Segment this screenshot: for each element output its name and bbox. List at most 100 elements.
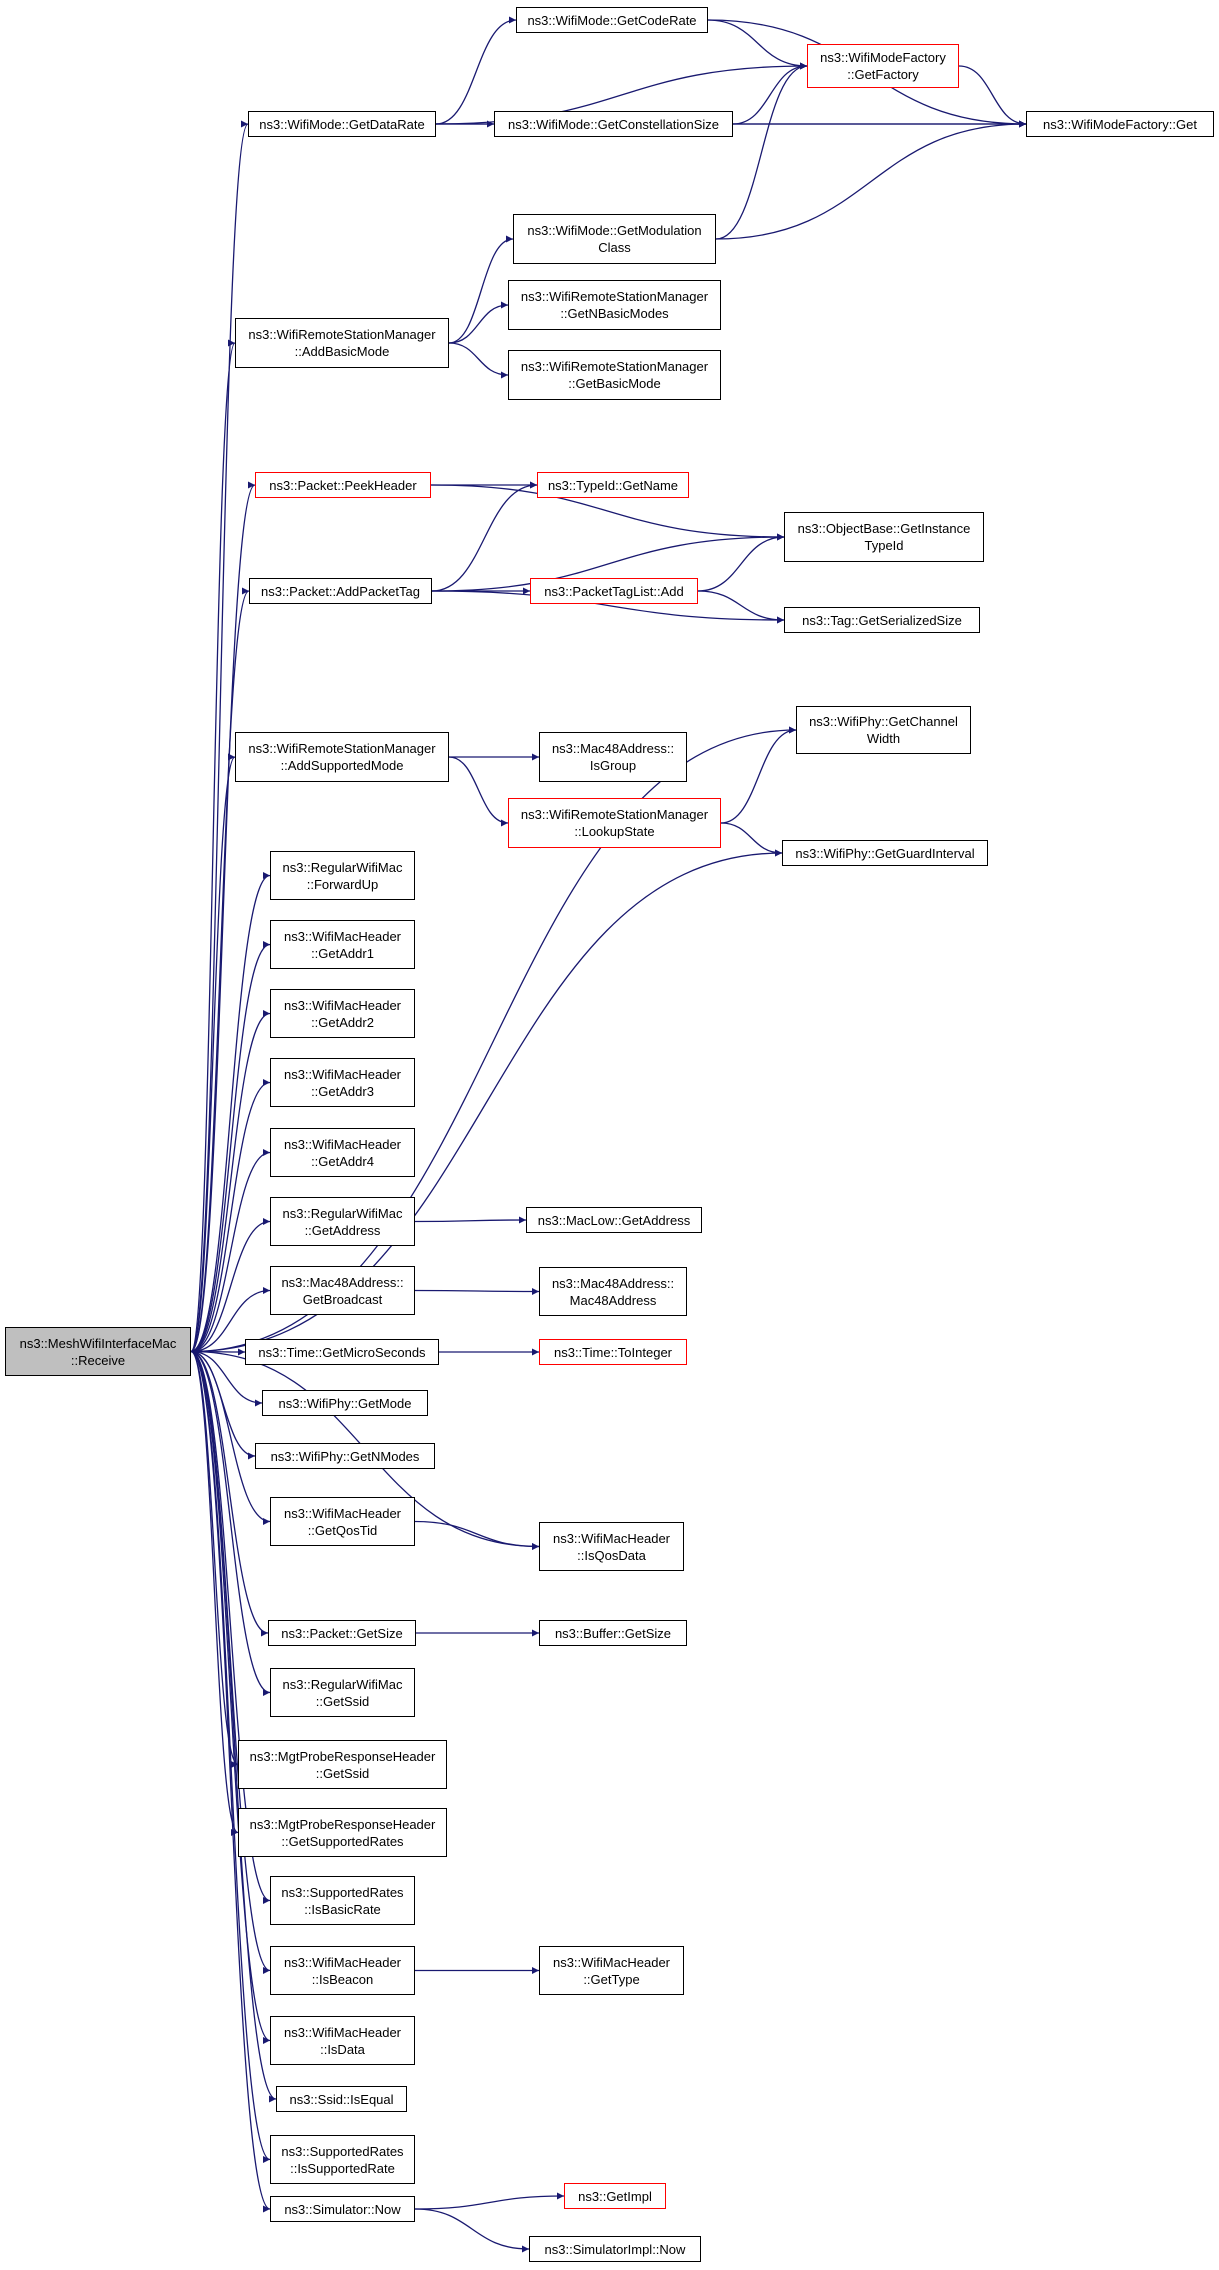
edge-getdatarate-to-getcoderate <box>435 16 517 125</box>
edge-addbasic-to-getnbasic <box>448 301 509 344</box>
node-mac48[interactable]: ns3::Mac48Address::Mac48Address <box>539 1267 687 1316</box>
node-getbasic[interactable]: ns3::WifiRemoteStationManager::GetBasicM… <box>508 350 721 400</box>
edge-getconst-to-getfactory <box>732 62 808 125</box>
edge-root-to-addr2 <box>190 1010 271 1353</box>
node-toint[interactable]: ns3::Time::ToInteger <box>539 1339 687 1365</box>
edge-qostid-to-isqos <box>414 1520 540 1550</box>
edge-addsupported-to-lookup <box>448 756 509 827</box>
node-getnmodes[interactable]: ns3::WifiPhy::GetNModes <box>255 1443 435 1469</box>
node-tagsize[interactable]: ns3::Tag::GetSerializedSize <box>784 607 980 633</box>
node-peekheader[interactable]: ns3::Packet::PeekHeader <box>255 472 431 498</box>
edge-root-to-mgtrates <box>190 1350 239 1836</box>
node-label-line: ns3::WifiPhy::GetMode <box>278 1395 412 1411</box>
edge-root-to-rwmgetaddr <box>190 1218 271 1353</box>
node-factoryget[interactable]: ns3::WifiModeFactory::Get <box>1026 111 1214 137</box>
node-label-line: ns3::RegularWifiMac <box>282 1205 403 1221</box>
node-getdatarate[interactable]: ns3::WifiMode::GetDataRate <box>248 111 436 137</box>
node-addr3[interactable]: ns3::WifiMacHeader::GetAddr3 <box>270 1058 415 1107</box>
edge-root-to-addr1 <box>190 941 271 1353</box>
node-label-line: ns3::Mac48Address:: <box>281 1274 404 1290</box>
node-label-line: ::GetAddr4 <box>311 1153 374 1169</box>
edge-root-to-getmode <box>190 1350 263 1407</box>
node-label-line: ns3::WifiRemoteStationManager <box>520 289 709 304</box>
edge-lookup-to-guard <box>720 822 783 857</box>
node-guard[interactable]: ns3::WifiPhy::GetGuardInterval <box>782 840 988 866</box>
node-label-line: ns3::RegularWifiMac <box>282 1676 403 1692</box>
node-root[interactable]: ns3::MeshWifiInterfaceMac::Receive <box>5 1327 191 1376</box>
node-label-line: ::AddSupportedMode <box>280 758 404 773</box>
node-addr2[interactable]: ns3::WifiMacHeader::GetAddr2 <box>270 989 415 1038</box>
edge-rwmgetaddr-to-maclowaddr <box>414 1216 527 1224</box>
node-addpackettag[interactable]: ns3::Packet::AddPacketTag <box>249 578 432 604</box>
node-label-line: ns3::WifiModeFactory <box>820 50 946 65</box>
node-getimpl[interactable]: ns3::GetImpl <box>564 2183 666 2209</box>
node-label-line: ::GetQosTid <box>307 1522 378 1538</box>
edge-root-to-getssid <box>190 1350 271 1696</box>
edge-root-to-getdatarate <box>190 120 249 1353</box>
node-issuprate[interactable]: ns3::SupportedRates::IsSupportedRate <box>270 2135 415 2184</box>
node-getconst[interactable]: ns3::WifiMode::GetConstellationSize <box>494 111 733 137</box>
node-label-line: ::GetAddress <box>304 1222 381 1238</box>
node-ptladd[interactable]: ns3::PacketTagList::Add <box>530 578 698 604</box>
node-isdata[interactable]: ns3::WifiMacHeader::IsData <box>270 2016 415 2065</box>
node-ssidequal[interactable]: ns3::Ssid::IsEqual <box>276 2086 407 2112</box>
node-addbasic[interactable]: ns3::WifiRemoteStationManager::AddBasicM… <box>235 318 449 368</box>
edge-root-to-ssidequal <box>190 1350 277 2103</box>
node-label-line: ::LookupState <box>574 824 655 839</box>
node-label-line: ns3::SupportedRates <box>281 1884 404 1900</box>
node-getname[interactable]: ns3::TypeId::GetName <box>537 472 689 498</box>
node-getfactory[interactable]: ns3::WifiModeFactory::GetFactory <box>807 44 959 88</box>
node-qostid[interactable]: ns3::WifiMacHeader::GetQosTid <box>270 1497 415 1546</box>
edge-root-to-addr3 <box>190 1079 271 1353</box>
edge-ptladd-to-tagsize <box>697 590 785 624</box>
node-getcoderate[interactable]: ns3::WifiMode::GetCodeRate <box>516 7 708 33</box>
edge-root-to-getbroadcast <box>190 1287 271 1353</box>
node-label-line: ::GetAddr3 <box>311 1083 374 1099</box>
node-getnbasic[interactable]: ns3::WifiRemoteStationManager::GetNBasic… <box>508 280 721 330</box>
node-simnow[interactable]: ns3::Simulator::Now <box>270 2196 415 2222</box>
node-rwmgetaddr[interactable]: ns3::RegularWifiMac::GetAddress <box>270 1197 415 1246</box>
node-micro[interactable]: ns3::Time::GetMicroSeconds <box>245 1339 439 1365</box>
node-label-line: ns3::WifiRemoteStationManager <box>248 741 436 756</box>
node-isgroup[interactable]: ns3::Mac48Address::IsGroup <box>539 732 687 782</box>
node-gettype[interactable]: ns3::WifiMacHeader::GetType <box>539 1946 684 1995</box>
node-label-line: ::ForwardUp <box>306 876 379 892</box>
node-label-line: ::GetSsid <box>315 1693 370 1709</box>
node-label-line: ::GetNBasicModes <box>560 306 669 321</box>
edge-root-to-guard <box>190 849 783 1353</box>
edge-root-to-addbasic <box>190 339 236 1353</box>
edge-root-to-pktsize <box>190 1350 269 1637</box>
node-getbroadcast[interactable]: ns3::Mac48Address::GetBroadcast <box>270 1266 415 1315</box>
edge-root-to-qostid <box>190 1350 271 1525</box>
node-mgtssid[interactable]: ns3::MgtProbeResponseHeader::GetSsid <box>238 1740 447 1789</box>
node-label-line: ns3::Tag::GetSerializedSize <box>802 612 962 628</box>
node-addr1[interactable]: ns3::WifiMacHeader::GetAddr1 <box>270 920 415 969</box>
node-isbeacon[interactable]: ns3::WifiMacHeader::IsBeacon <box>270 1946 415 1995</box>
edge-peekheader-to-getinstance <box>430 484 785 541</box>
node-bufsize[interactable]: ns3::Buffer::GetSize <box>539 1620 687 1646</box>
node-label-line: IsGroup <box>589 758 637 773</box>
node-label-line: ns3::WifiMode::GetCodeRate <box>527 12 697 28</box>
node-isbasicrate[interactable]: ns3::SupportedRates::IsBasicRate <box>270 1876 415 1925</box>
node-addr4[interactable]: ns3::WifiMacHeader::GetAddr4 <box>270 1128 415 1177</box>
node-lookup[interactable]: ns3::WifiRemoteStationManager::LookupSta… <box>508 798 721 848</box>
node-getssid[interactable]: ns3::RegularWifiMac::GetSsid <box>270 1668 415 1717</box>
node-forwardup[interactable]: ns3::RegularWifiMac::ForwardUp <box>270 851 415 900</box>
node-label-line: ns3::RegularWifiMac <box>282 859 403 875</box>
node-mgtrates[interactable]: ns3::MgtProbeResponseHeader::GetSupporte… <box>238 1808 447 1857</box>
node-label-line: ns3::Time::GetMicroSeconds <box>258 1344 426 1360</box>
edge-root-to-simnow <box>190 1350 271 2213</box>
node-label-line: ::IsData <box>320 2041 365 2057</box>
node-pktsize[interactable]: ns3::Packet::GetSize <box>268 1620 416 1646</box>
node-label-line: ns3::TypeId::GetName <box>547 477 679 493</box>
node-getmode[interactable]: ns3::WifiPhy::GetMode <box>262 1390 428 1416</box>
node-isqos[interactable]: ns3::WifiMacHeader::IsQosData <box>539 1522 684 1571</box>
node-label-line: ns3::WifiMacHeader <box>283 1136 402 1152</box>
node-addsupported[interactable]: ns3::WifiRemoteStationManager::AddSuppor… <box>235 732 449 782</box>
node-maclowaddr[interactable]: ns3::MacLow::GetAddress <box>526 1207 702 1233</box>
node-implnow[interactable]: ns3::SimulatorImpl::Now <box>529 2236 701 2262</box>
